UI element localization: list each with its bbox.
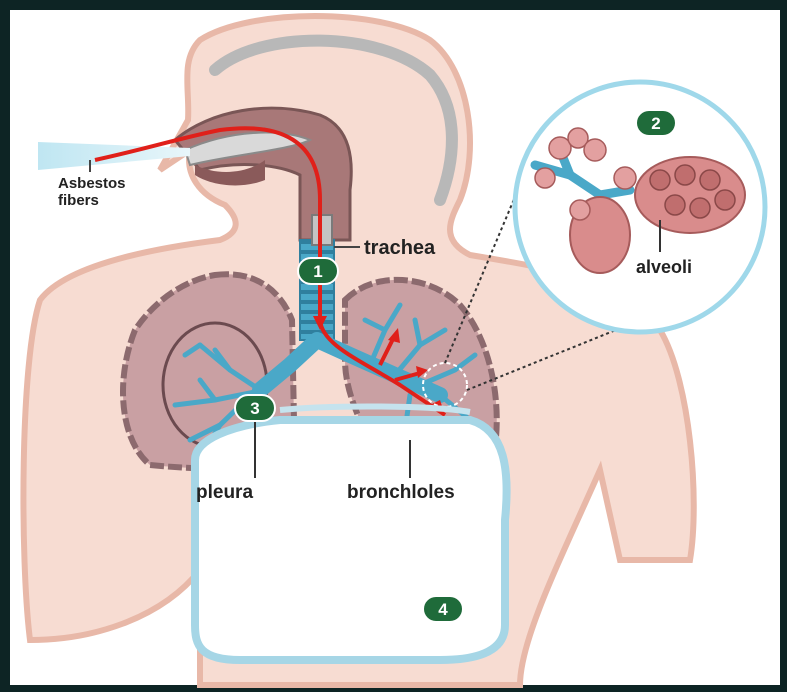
label-pleura: pleura <box>196 482 253 503</box>
label-alveoli: alveoli <box>636 257 692 277</box>
badge-4: 4 <box>423 596 463 622</box>
label-asbestos-line2: fibers <box>58 192 99 209</box>
label-bronchioles: bronchloles <box>347 482 455 503</box>
badge-1-text: 1 <box>313 262 322 281</box>
label-trachea: trachea <box>364 237 436 259</box>
badge-4-text: 4 <box>438 600 448 619</box>
abdominal-lining <box>195 420 507 660</box>
badge-2: 2 <box>636 110 676 136</box>
badge-2-text: 2 <box>651 114 660 133</box>
badge-3: 3 <box>235 395 275 421</box>
trachea-tube <box>300 240 334 340</box>
badge-1: 1 <box>298 258 338 284</box>
label-asbestos-line1: Asbestos <box>58 175 126 192</box>
badge-3-text: 3 <box>250 399 259 418</box>
